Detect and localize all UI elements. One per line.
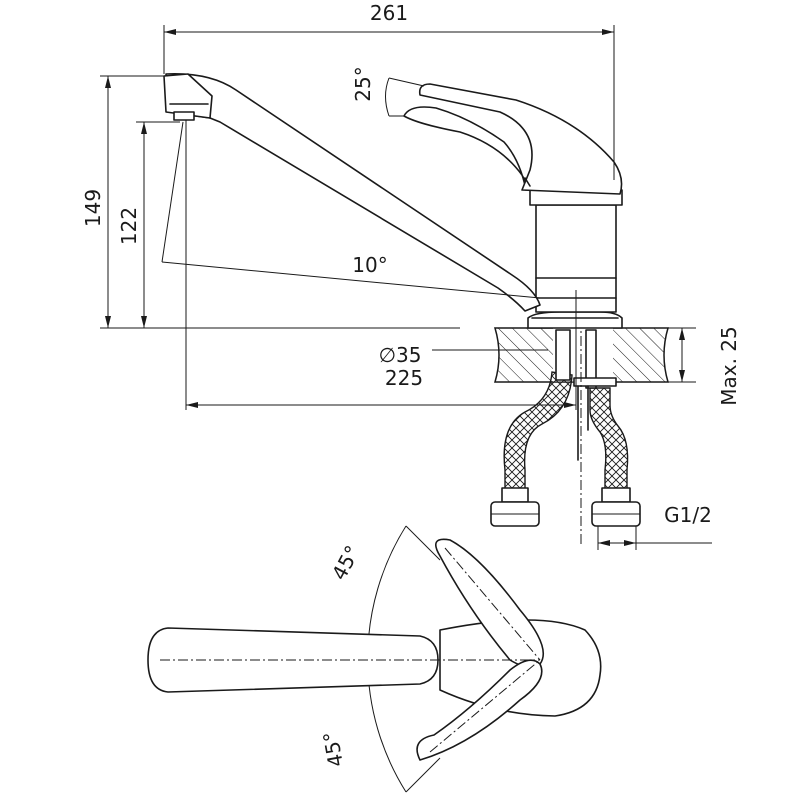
total-height-label: 149 [81,189,105,227]
side-view: 261 149 122 225 ∅35 [81,1,741,550]
overall-width-label: 261 [370,1,408,25]
swivel-angle-bottom-label: 45° [318,730,348,769]
thread-label: G1/2 [664,503,712,527]
spout-angle-marks [161,121,541,299]
dimension-spout-reach: 225 [185,120,577,410]
top-view: 45° 45° [147,525,602,793]
dimension-thread: G1/2 [597,503,712,550]
spout-angle-label: 10° [352,253,387,277]
dimension-total-height: 149 [81,75,460,329]
dimension-spout-height: 122 [117,121,180,328]
spout [163,73,541,312]
base-diameter-label: ∅35 [379,343,422,367]
lever-angle-label: 25° [351,66,375,101]
max-thickness-label: Max. 25 [717,326,741,406]
mounting-hardware [555,300,617,545]
spout-reach-label: 225 [385,366,423,390]
supply-hoses [490,371,641,527]
spout-height-label: 122 [117,207,141,245]
dimension-max-thickness: Max. 25 [668,326,741,406]
lever-angle-marks [385,77,425,117]
lever-handle [403,83,623,195]
dimension-base-diameter: ∅35 [379,343,548,367]
faucet-body [527,184,623,329]
dimension-overall-width: 261 [163,1,615,180]
swivel-angle-top-label: 45° [327,541,365,584]
